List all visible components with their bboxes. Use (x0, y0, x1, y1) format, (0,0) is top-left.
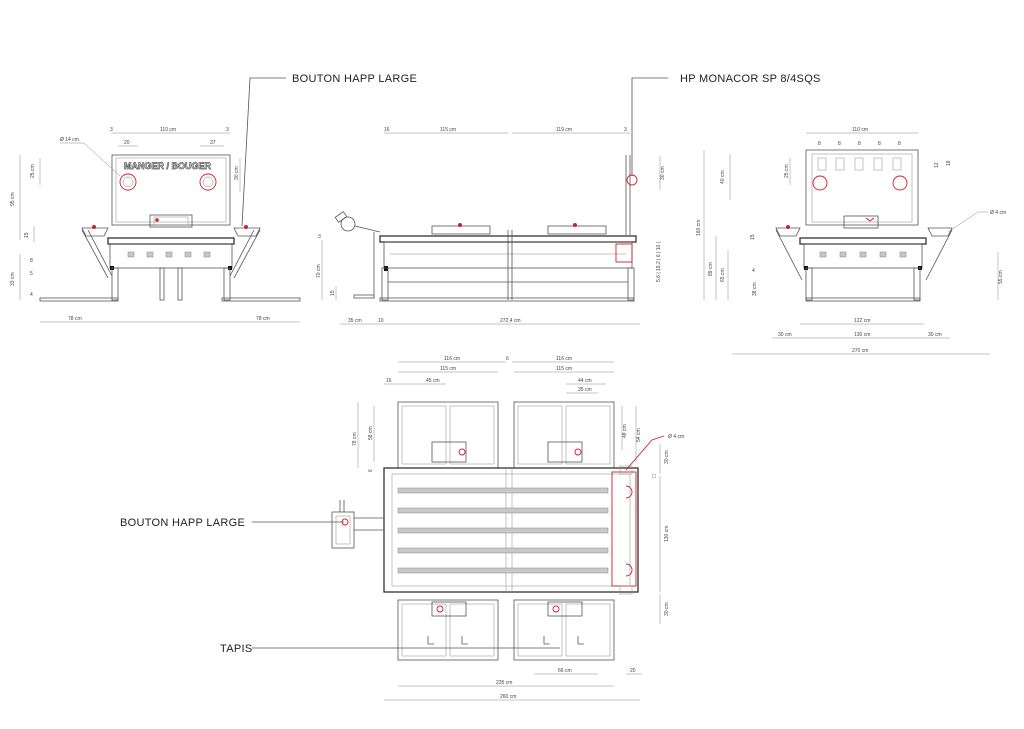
dim-label: 6 (506, 356, 509, 362)
dim-label: 30 cm (778, 332, 792, 338)
dim-label: Ø 4 cm (668, 434, 684, 440)
dim-label: 115 cm (556, 366, 572, 372)
dim-label: 65 cm (720, 268, 726, 282)
dim-label: 8 (898, 141, 901, 147)
callout-label: BOUTON HAPP LARGE (292, 73, 417, 85)
dim-label: 5,6 | 19,2 | 6 | 10 | (656, 242, 662, 282)
dim-label: 20 (124, 140, 130, 146)
dim-label: 119 cm (556, 127, 572, 133)
dim-label: 37 (210, 140, 216, 146)
dim-label: 15 (330, 290, 336, 296)
dim-label: 260 cm (500, 694, 516, 700)
dim-label: 25 cm (784, 164, 790, 178)
sign-text: MANGER / BOUGER (124, 161, 212, 171)
dim-label: 25 cm (30, 164, 36, 178)
dim-label: 3 (226, 127, 229, 133)
dim-label: 78 cm (352, 432, 358, 446)
dim-label: Ø 14 cm (60, 137, 79, 143)
dim-label: 110 cm (852, 127, 868, 133)
callout-label: TAPIS (220, 643, 252, 655)
dim-label: 116 cm (556, 356, 572, 362)
dim-label: 110 cm (160, 127, 176, 133)
dim-label: 8 (878, 141, 881, 147)
dim-label: 58 cm (368, 426, 374, 440)
dim-label: 95 cm (10, 192, 16, 206)
dim-label: 130 cm (664, 526, 670, 542)
dim-label: 6 (368, 469, 374, 472)
dim-label: 55 cm (998, 270, 1004, 284)
dim-label: 30 cm (664, 602, 670, 616)
dim-label: 40 cm (720, 170, 726, 184)
dim-label: 78 cm (68, 316, 82, 322)
dim-label: 115 cm (440, 366, 456, 372)
dim-label: 8 (858, 141, 861, 147)
dim-label: 3 (318, 234, 321, 240)
dim-label: 15 (750, 234, 756, 240)
dim-label: 160 cm (696, 220, 702, 236)
front-view: MANGER / BOUGER 110 cm 3 3 (10, 127, 301, 323)
callout-hp: HP MONACOR SP 8/4SQS (631, 73, 821, 176)
dim-label: 35 cm (348, 318, 362, 324)
callout-bouton-plan: BOUTON HAPP LARGE (120, 517, 344, 529)
dim-label: 70 cm (316, 264, 322, 278)
dim-label: 33 cm (10, 272, 16, 286)
dim-label: 30 cm (928, 332, 942, 338)
callout-label: BOUTON HAPP LARGE (120, 517, 245, 529)
dim-label: 116 cm (444, 356, 460, 362)
dim-label: 16 (386, 378, 392, 384)
back-view: 110 cm 8 8 8 8 8 25 cm 40 cm 12 18 160 c… (696, 127, 1006, 355)
dim-label: 16 (384, 127, 390, 133)
dim-label: 3 (624, 127, 627, 133)
dim-label: 45 cm (426, 378, 440, 384)
dim-label: 3 (110, 127, 113, 133)
dim-label: 15 (24, 232, 30, 238)
dim-label: 115 cm (440, 127, 456, 133)
dim-label: 54 cm (636, 428, 642, 442)
dim-label: 66 cm (558, 668, 572, 674)
callout-tapis: TAPIS (220, 643, 560, 655)
dim-label: 35 cm (578, 387, 592, 393)
dim-label: 10 (378, 318, 384, 324)
dim-label: 8 (30, 258, 33, 264)
dim-label: 272,4 cm (500, 318, 521, 324)
dim-label: 4 (752, 268, 755, 274)
dim-label: 4 (30, 292, 33, 298)
dim-label: 30 cm (664, 450, 670, 464)
dim-label: 122 cm (854, 318, 870, 324)
dim-label: 8 (838, 141, 841, 147)
dim-label: 78 cm (256, 316, 270, 322)
plan-view: 116 cm 6 116 cm 115 cm 115 cm 16 45 cm 4… (331, 356, 684, 701)
dim-label: 270 cm (852, 348, 868, 354)
dim-label: 8 (818, 141, 821, 147)
dim-label: 30 cm (660, 166, 666, 180)
dim-label: 18 (946, 160, 952, 166)
dim-label: 89 cm (708, 262, 714, 276)
callout-bouton-top: BOUTON HAPP LARGE (241, 73, 417, 227)
dim-label: 48 cm (622, 424, 628, 438)
dim-label: 235 cm (496, 680, 512, 686)
dim-label: 38 cm (752, 282, 758, 296)
callout-label: HP MONACOR SP 8/4SQS (680, 73, 821, 85)
dim-label: 130 cm (854, 332, 870, 338)
dim-label: 44 cm (578, 378, 592, 384)
dim-label: 12 (934, 162, 940, 168)
dim-label: Ø 4 cm (990, 210, 1006, 216)
dim-label: 30 cm (234, 166, 240, 180)
dim-label: 5 (30, 271, 33, 277)
dim-label: 20 (630, 668, 636, 674)
side-view: 16 115 cm 119 cm 3 30 cm 5,6 | 19,2 | 6 … (316, 127, 666, 325)
